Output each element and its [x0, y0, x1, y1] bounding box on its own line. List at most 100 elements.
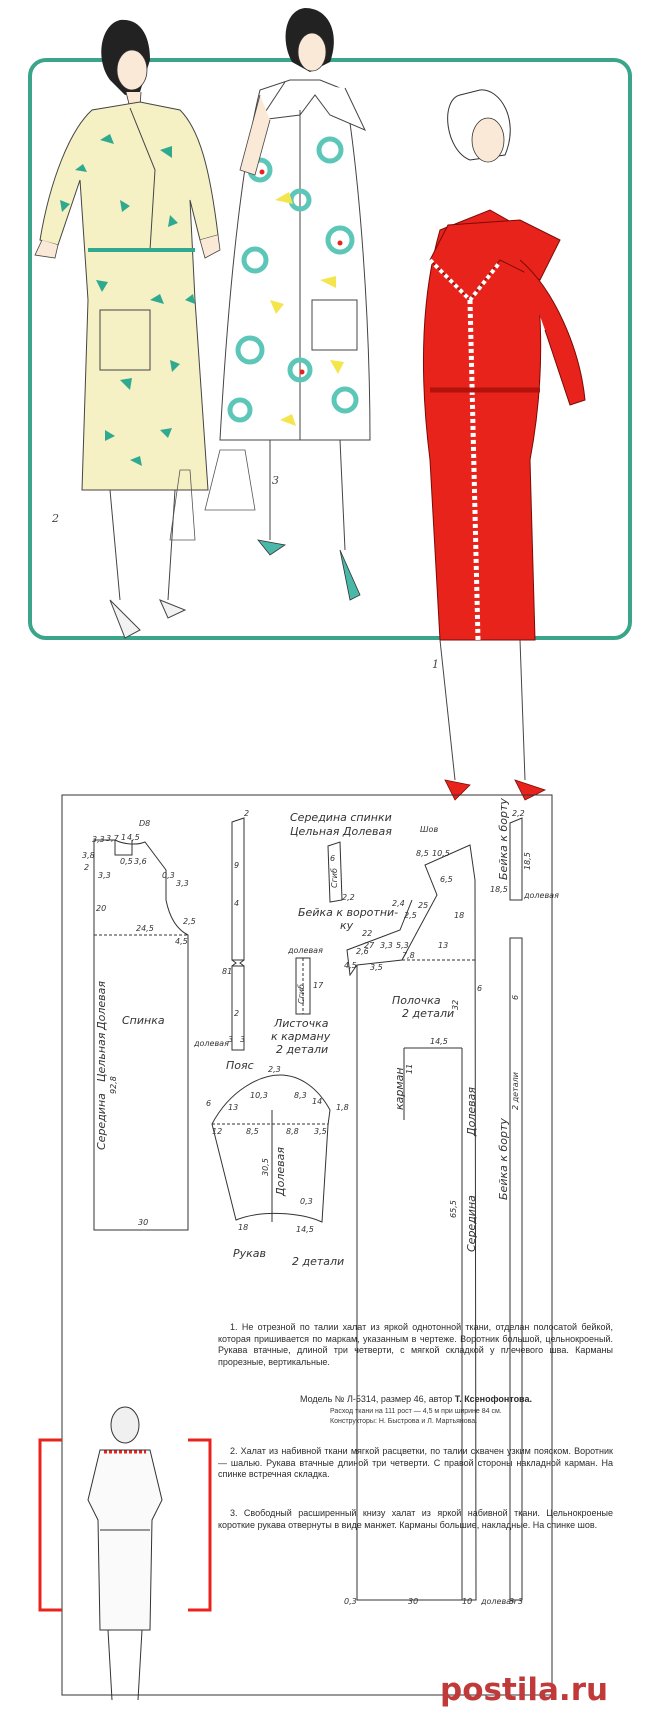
edge-facing-grain: долевая — [481, 1597, 516, 1606]
sleeve-title: Рукав — [233, 1247, 267, 1260]
pocket-leaf-n1: 17 — [313, 981, 324, 990]
figure-number-2: 2 — [52, 512, 59, 525]
front-n24: 2,5 — [404, 911, 417, 920]
back-center: Середина — [95, 1093, 108, 1150]
model-text: Модель № Л-5314, размер 46, автор — [300, 1394, 453, 1404]
front-n6: 18,5 — [490, 885, 508, 894]
edge-facing-title-top: Бейка к борту — [497, 798, 510, 880]
watermark-postila[interactable]: postila.ru — [440, 1672, 609, 1708]
back-center-label2: Цельная Долевая — [290, 825, 392, 838]
back-n15: 4,5 — [175, 937, 188, 946]
back-n-top: D8 — [139, 819, 151, 828]
edge-facing-n2: 3 — [509, 1597, 515, 1606]
edge-facing-grain-top: долевая — [524, 891, 559, 900]
back-n17: 30 — [138, 1218, 149, 1227]
pocket-leaf-fold: Сгиб — [297, 984, 306, 1004]
caption-2-text: 2. Халат из набивной ткани мягкой расцве… — [218, 1446, 613, 1480]
constructors-line: Конструкторы: Н. Быстрова и Л. Мартьянов… — [330, 1418, 478, 1425]
belt-n1: 2 — [244, 809, 250, 818]
edge-facing-title2: 2 детали — [511, 1072, 520, 1110]
sleeve-n8: 8,5 — [246, 1127, 259, 1136]
front-piece — [356, 844, 477, 1601]
model-author: Т. Ксенофонтова. — [454, 1394, 532, 1404]
front-grain: Долевая — [465, 1087, 478, 1136]
collar-facing-n1: 6 — [330, 854, 336, 863]
caption-3: 3. Свободный расширенный книзу халат из … — [218, 1508, 613, 1531]
caption-3-text: 3. Свободный расширенный книзу халат из … — [218, 1508, 613, 1530]
edge-facing-title: Бейка к борту — [497, 1118, 510, 1200]
front-n18: 11 — [405, 1063, 414, 1074]
sleeve-n6: 14 — [312, 1097, 323, 1106]
back-n10: 0,3 — [162, 871, 175, 880]
belt-n4: 81 — [222, 967, 233, 976]
caption-1-text: 1. Не отрезной по талии халат из яркой о… — [218, 1322, 613, 1368]
sleeve-n3: 13 — [228, 1103, 239, 1112]
figure-2-robe — [34, 19, 221, 639]
front-n1: 8,5 — [416, 849, 429, 858]
sleeve-n13: 0,3 — [300, 1197, 313, 1206]
pocket-leaf-title2: к карману — [271, 1030, 331, 1043]
belt-piece — [231, 817, 245, 961]
sleeve-n9: 8,8 — [286, 1127, 299, 1136]
collar-facing-title2: ку — [340, 919, 354, 932]
front-n13: 2,6 — [356, 947, 369, 956]
sleeve-n12: 30,5 — [261, 1158, 270, 1176]
collar-facing-grain: Сгиб — [330, 868, 339, 888]
back-n3: 1 — [121, 833, 127, 842]
sleeve-n2: 6 — [206, 1099, 212, 1108]
front-n12: 7,8 — [402, 951, 415, 960]
front-n21: 30 — [408, 1597, 419, 1606]
back-grain: Долевая — [95, 981, 108, 1030]
edge-facing-n4: 6 — [511, 994, 520, 1000]
front-title: Полочка — [392, 994, 441, 1007]
front-n14: 4,5 — [344, 961, 357, 970]
front-n17: 14,5 — [430, 1037, 448, 1046]
belt-n2: 9 — [234, 861, 240, 870]
edge-facing-n1: 2,2 — [512, 809, 525, 818]
pocket-leaf-title3: 2 детали — [276, 1043, 329, 1056]
edge-facing-n3: 3 — [518, 1597, 524, 1606]
edge-facing-piece — [509, 817, 523, 901]
front-n7: 22 — [362, 929, 373, 938]
sleeve-n5: 8,3 — [294, 1091, 307, 1100]
sleeve-n7: 12 — [212, 1127, 223, 1136]
collar-facing-piece — [327, 841, 343, 903]
figure-3-robe — [169, 8, 371, 601]
front-n2: 10,5 — [432, 849, 450, 858]
back-n6: 3,6 — [134, 857, 147, 866]
sleeve-grain: Долевая — [274, 1147, 287, 1196]
back-n8: 2 — [84, 863, 90, 872]
front-pocket: карман — [393, 1067, 406, 1110]
sleeve-n1: 2,3 — [268, 1065, 281, 1074]
front-n25: 2,4 — [392, 899, 405, 908]
pocket-leaf-title: Листочка — [274, 1017, 329, 1030]
belt-n7: 3 — [240, 1035, 246, 1044]
front-n4: 25 — [418, 901, 429, 910]
back-center-label: Середина спинки — [290, 811, 392, 824]
sleeve-n10: 3,5 — [314, 1127, 327, 1136]
front-center: Середина — [465, 1195, 478, 1252]
pocket-leaf-grain: долевая — [288, 946, 323, 955]
edge-facing-n5: 18,5 — [523, 852, 532, 870]
front-n9: 3,3 — [380, 941, 393, 950]
back-n2: 3,7 — [106, 834, 119, 843]
back-n11: 3,3 — [176, 879, 189, 888]
front-n3: 6,5 — [440, 875, 453, 884]
back-title: Спинка — [122, 1014, 165, 1027]
front-n16: 32 — [451, 999, 460, 1010]
back-n9: 3,3 — [98, 871, 111, 880]
figure-1-robe — [422, 89, 586, 801]
back-n12: 20 — [96, 904, 107, 913]
sleeve-title2: 2 детали — [292, 1255, 345, 1268]
front-n5: 18 — [454, 911, 465, 920]
back-piece — [93, 839, 189, 1231]
belt-grain: долевая — [194, 1039, 229, 1048]
caption-1: 1. Не отрезной по талии халат из яркой о… — [218, 1322, 613, 1369]
figure-number-3: 3 — [272, 474, 279, 487]
front-n8: 27 — [364, 941, 375, 950]
belt-n5: 2 — [234, 1009, 240, 1018]
front-n10: 5,3 — [396, 941, 409, 950]
belt-title: Пояс — [226, 1059, 254, 1072]
fabric-line: Расход ткани на 111 рост — 4,5 м при шир… — [330, 1408, 502, 1415]
